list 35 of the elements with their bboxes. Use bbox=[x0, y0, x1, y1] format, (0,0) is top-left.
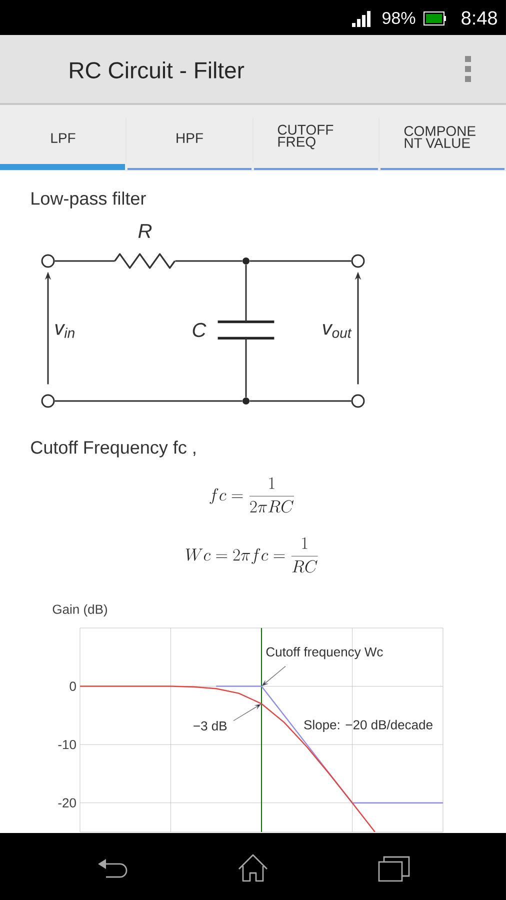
junction-dot bbox=[242, 258, 250, 264]
terminal bbox=[41, 394, 55, 408]
y-tick-label: -20 bbox=[58, 798, 76, 808]
formula: $fc = \frac{1}{2\pi RC}$ bbox=[210, 477, 294, 513]
tab: CUTOFF FREQ bbox=[254, 124, 378, 170]
section-heading: Cutoff Frequency fc , bbox=[31, 440, 196, 458]
status-text: 98% bbox=[382, 12, 416, 24]
chart-annotation: −3 dB bbox=[194, 720, 227, 731]
wire bbox=[54, 400, 242, 402]
tab: LPF bbox=[0, 133, 125, 170]
wire bbox=[175, 260, 242, 262]
wire bbox=[245, 338, 247, 398]
chart-annotation: Cutoff frequency Wc bbox=[266, 646, 383, 660]
wire bbox=[250, 400, 352, 402]
app-title: RC Circuit - Filter bbox=[70, 62, 244, 78]
tab: HPF bbox=[128, 133, 252, 170]
edge-label: v$_{in}$ bbox=[53, 323, 77, 339]
terminal bbox=[351, 394, 365, 408]
y-tick-label: 0 bbox=[70, 682, 76, 691]
tab: COMPONE NT VALUE bbox=[380, 126, 504, 170]
wire bbox=[54, 260, 115, 262]
wire bbox=[245, 264, 247, 322]
formula: $W c = 2\pi f c = \frac{1}{RC}$ bbox=[186, 537, 318, 573]
wire bbox=[250, 260, 352, 262]
resistor: R bbox=[114, 224, 176, 269]
clock-text: 8:48 bbox=[462, 11, 497, 25]
terminal bbox=[351, 254, 365, 268]
capacitor: C bbox=[192, 320, 274, 340]
y-axis-title: Gain (dB) bbox=[52, 604, 107, 616]
junction-dot bbox=[242, 398, 250, 404]
edge-label: v$_{out}$ bbox=[320, 323, 353, 339]
terminal bbox=[41, 254, 55, 268]
chart-annotation: Slope: −20 dB/decade bbox=[304, 720, 432, 732]
y-tick-label: -10 bbox=[58, 740, 76, 750]
section-heading: Low-pass filter bbox=[32, 192, 146, 208]
